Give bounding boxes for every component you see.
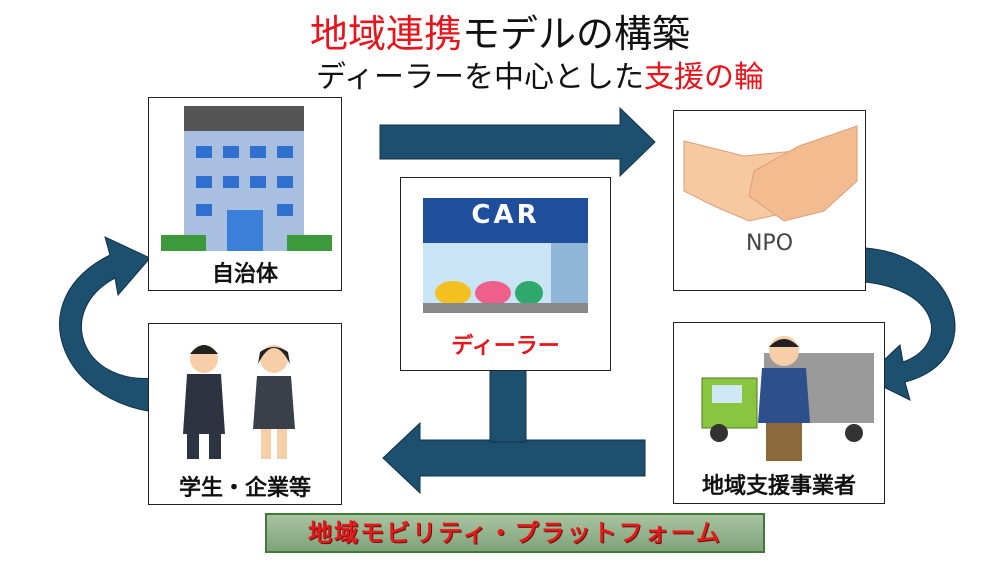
handshake-icon xyxy=(683,125,858,222)
node-government: 自治体 xyxy=(148,97,342,291)
node-support-business: 地域支援事業者 xyxy=(673,322,885,504)
title-highlight: 地域連携 xyxy=(309,12,462,56)
node-dealer: CAR ディーラー xyxy=(400,177,611,371)
arrow-left-curve xyxy=(59,236,156,413)
arrow-bottom-left xyxy=(382,421,646,495)
node-students: 学生・企業等 xyxy=(148,323,342,505)
page-subtitle: ディーラーを中心とした支援の輪 xyxy=(0,60,1000,96)
title-rest: モデルの構築 xyxy=(462,12,691,56)
page-title: 地域連携モデルの構築 xyxy=(0,12,1000,56)
node-npo: NPO xyxy=(673,110,866,291)
business-people-icon xyxy=(183,345,295,459)
car-dealer-icon xyxy=(423,198,588,313)
platform-banner: 地域モビリティ・プラットフォーム xyxy=(265,513,765,553)
support-business-label: 地域支援事業者 xyxy=(701,474,856,499)
building-icon xyxy=(161,106,332,251)
npo-label: NPO xyxy=(745,231,794,256)
truck-worker-icon xyxy=(701,336,874,461)
arrow-top-right xyxy=(379,106,656,178)
car-sign: CAR xyxy=(471,200,540,230)
students-label: 学生・企業等 xyxy=(178,476,311,501)
dealer-label: ディーラー xyxy=(451,334,560,359)
government-label: 自治体 xyxy=(211,262,278,287)
subtitle-highlight: 支援の輪 xyxy=(643,60,764,95)
arrow-dealer-stem xyxy=(489,369,527,443)
subtitle-plain: ディーラーを中心とした xyxy=(316,60,644,95)
arrow-right-curve xyxy=(864,247,956,401)
